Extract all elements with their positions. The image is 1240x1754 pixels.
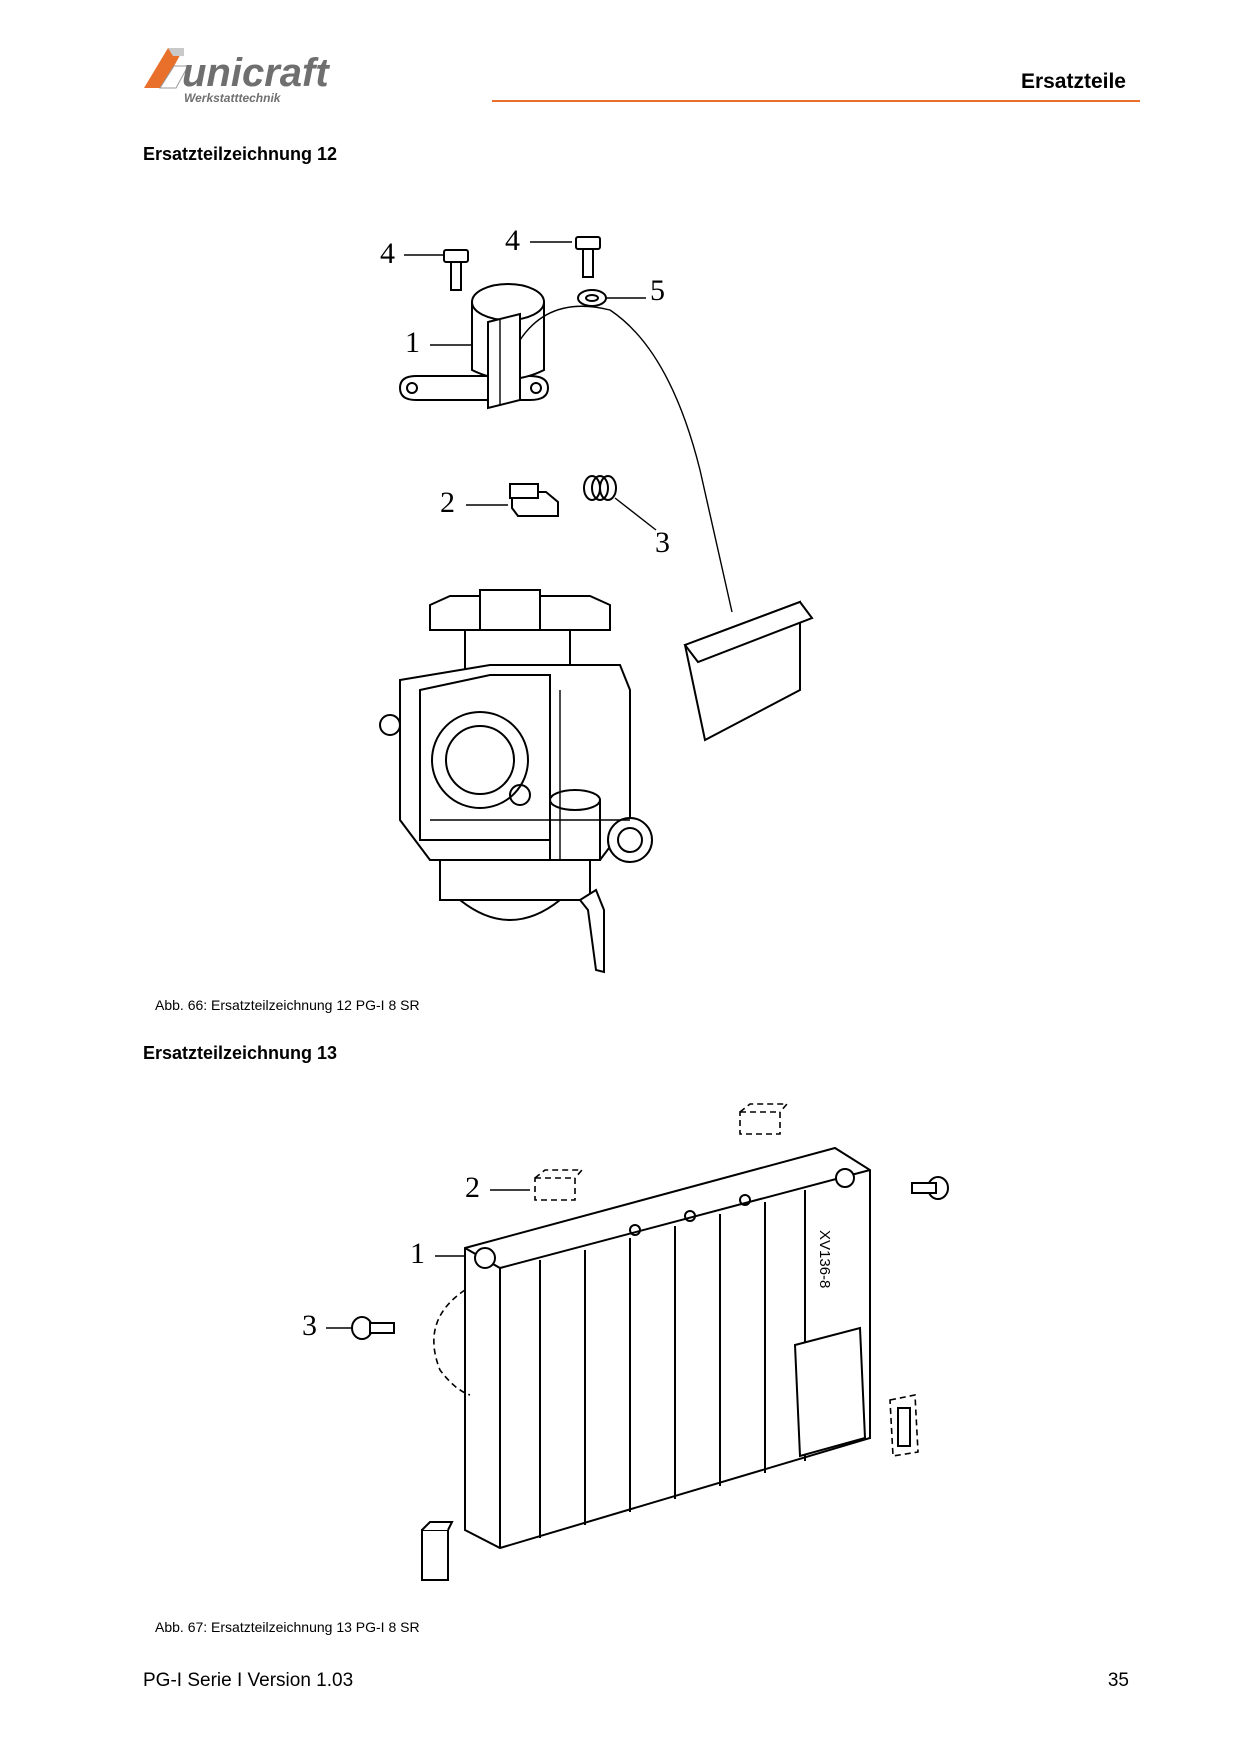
control-module-part-1: XV136-8 (464, 1146, 871, 1550)
logo-wordmark: unicraft (182, 51, 330, 95)
label-5: 5 (596, 274, 665, 307)
pad-part-2 (534, 1169, 584, 1201)
header-title: Ersatzteile (1020, 70, 1126, 93)
svg-text:4: 4 (380, 237, 395, 270)
header-rule (492, 100, 1140, 102)
section-title-drawing-12: Ersatzteilzeichnung 12 (143, 144, 338, 164)
svg-text:4: 4 (505, 224, 520, 257)
figure-caption-67: Abb. 67: Ersatzteilzeichnung 13 PG-I 8 S… (155, 1619, 420, 1635)
footer-version: PG-I Serie I Version 1.03 (143, 1670, 354, 1691)
label-2: 2 (440, 486, 508, 519)
svg-text:3: 3 (302, 1309, 317, 1342)
cable-outline (433, 1289, 471, 1396)
page-number: 35 (1107, 1670, 1129, 1691)
clip (889, 1394, 919, 1457)
figure-caption-66: Abb. 66: Ersatzteilzeichnung 12 PG-I 8 S… (155, 997, 420, 1013)
svg-text:1: 1 (405, 326, 420, 359)
exploded-drawing-13: 2 1 3 XV136-8 (302, 1103, 949, 1581)
spring-part-3 (583, 475, 617, 501)
bolt-part-4 (443, 249, 469, 291)
label-3: 3 (302, 1309, 354, 1342)
slider-part-2 (509, 483, 559, 517)
pad (739, 1103, 789, 1135)
svg-text:5: 5 (650, 274, 665, 307)
svg-text:2: 2 (465, 1171, 480, 1204)
svg-text:2: 2 (440, 486, 455, 519)
label-2: 2 (465, 1171, 530, 1204)
svg-text:1: 1 (410, 1237, 425, 1270)
bolt-part-4 (575, 236, 601, 278)
svg-text:3: 3 (655, 526, 670, 559)
carburetor-body (379, 589, 653, 974)
label-3: 3 (614, 497, 670, 559)
pad (421, 1521, 454, 1581)
exploded-drawing-12: 4 4 5 1 2 3 (379, 224, 814, 974)
logo-tagline: Werkstatttechnik (184, 91, 282, 105)
solenoid-part-1 (398, 283, 550, 410)
screw-part-3 (351, 1316, 395, 1340)
connector-pad (683, 600, 814, 742)
wire (519, 305, 733, 613)
screw (911, 1176, 949, 1200)
unicraft-logo: unicraft Werkstatttechnik (144, 48, 330, 105)
label-4a: 4 (380, 237, 446, 270)
label-4b: 4 (505, 224, 572, 257)
module-marking: XV136-8 (816, 1230, 833, 1288)
section-title-drawing-13: Ersatzteilzeichnung 13 (143, 1043, 338, 1063)
label-1: 1 (405, 326, 478, 359)
washer-part-5 (577, 289, 607, 307)
